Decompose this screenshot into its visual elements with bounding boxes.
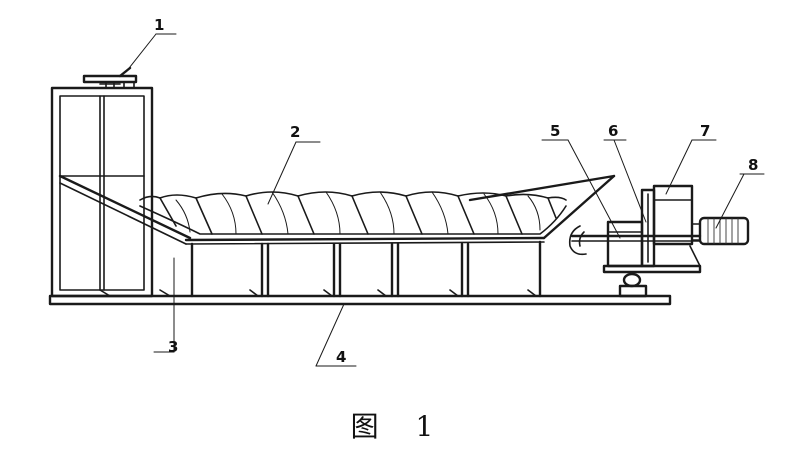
drive-assembly (568, 184, 750, 298)
callout-4: 4 (336, 348, 346, 366)
inclined-trough (58, 174, 616, 245)
callout-2: 2 (290, 123, 300, 141)
callout-8: 8 (748, 156, 758, 174)
tank-frame (50, 86, 154, 298)
leader-lines (125, 33, 765, 367)
figure-caption: 图 1 (350, 410, 448, 443)
callout-6: 6 (608, 122, 618, 140)
screw-spiral (139, 191, 567, 235)
callout-3: 3 (168, 338, 178, 356)
callout-5: 5 (550, 122, 560, 140)
support-legs (99, 240, 542, 298)
callout-7: 7 (700, 122, 710, 140)
callout-1: 1 (154, 16, 164, 34)
top-adjuster (82, 66, 138, 89)
callout-labels: 1 2 3 4 5 6 7 8 (154, 16, 758, 366)
base-rail (48, 294, 672, 306)
